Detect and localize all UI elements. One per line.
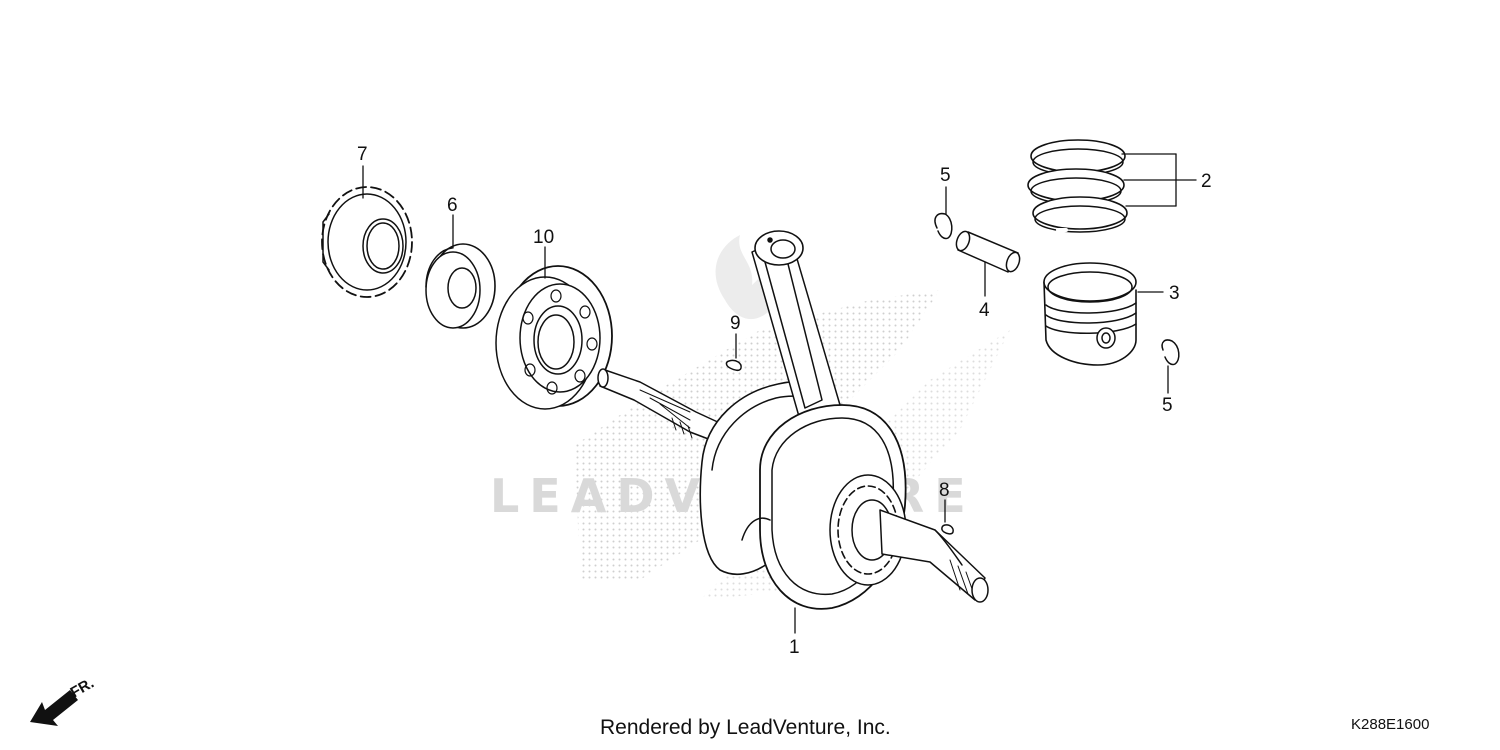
gear-part-7[interactable] [321, 186, 413, 298]
callout-1: 1 [789, 637, 800, 658]
callout-labels: 1 2 3 4 5 5 6 7 8 9 10 [357, 144, 1212, 658]
front-indicator: FR. [30, 675, 97, 726]
callout-9: 9 [730, 313, 741, 334]
bushing-part-6[interactable] [425, 243, 496, 329]
key-part-8[interactable] [941, 524, 954, 535]
clip-part-5-lower[interactable] [1161, 339, 1180, 366]
front-arrow-icon [30, 690, 78, 726]
callout-2: 2 [1201, 171, 1212, 192]
diagram-code: K288E1600 [1351, 716, 1430, 733]
callout-5-lower: 5 [1162, 395, 1173, 416]
callout-6: 6 [447, 195, 458, 216]
footer-credit: Rendered by LeadVenture, Inc. [600, 716, 891, 739]
callout-3: 3 [1169, 283, 1180, 304]
bearing-part-10[interactable] [495, 265, 613, 410]
callout-4: 4 [979, 300, 990, 321]
callout-5-upper: 5 [940, 165, 951, 186]
piston-pin-part-4[interactable] [954, 230, 1022, 274]
callout-10: 10 [533, 227, 554, 248]
clip-part-5-upper[interactable] [934, 212, 953, 240]
piston-ring-set-part-2[interactable] [1027, 139, 1128, 233]
crankshaft-part-1[interactable] [597, 230, 989, 610]
callout-8: 8 [939, 480, 950, 501]
callout-7: 7 [357, 144, 368, 165]
piston-part-3[interactable] [1043, 262, 1137, 366]
leader-lines [362, 153, 1197, 634]
key-part-9[interactable] [725, 359, 742, 372]
